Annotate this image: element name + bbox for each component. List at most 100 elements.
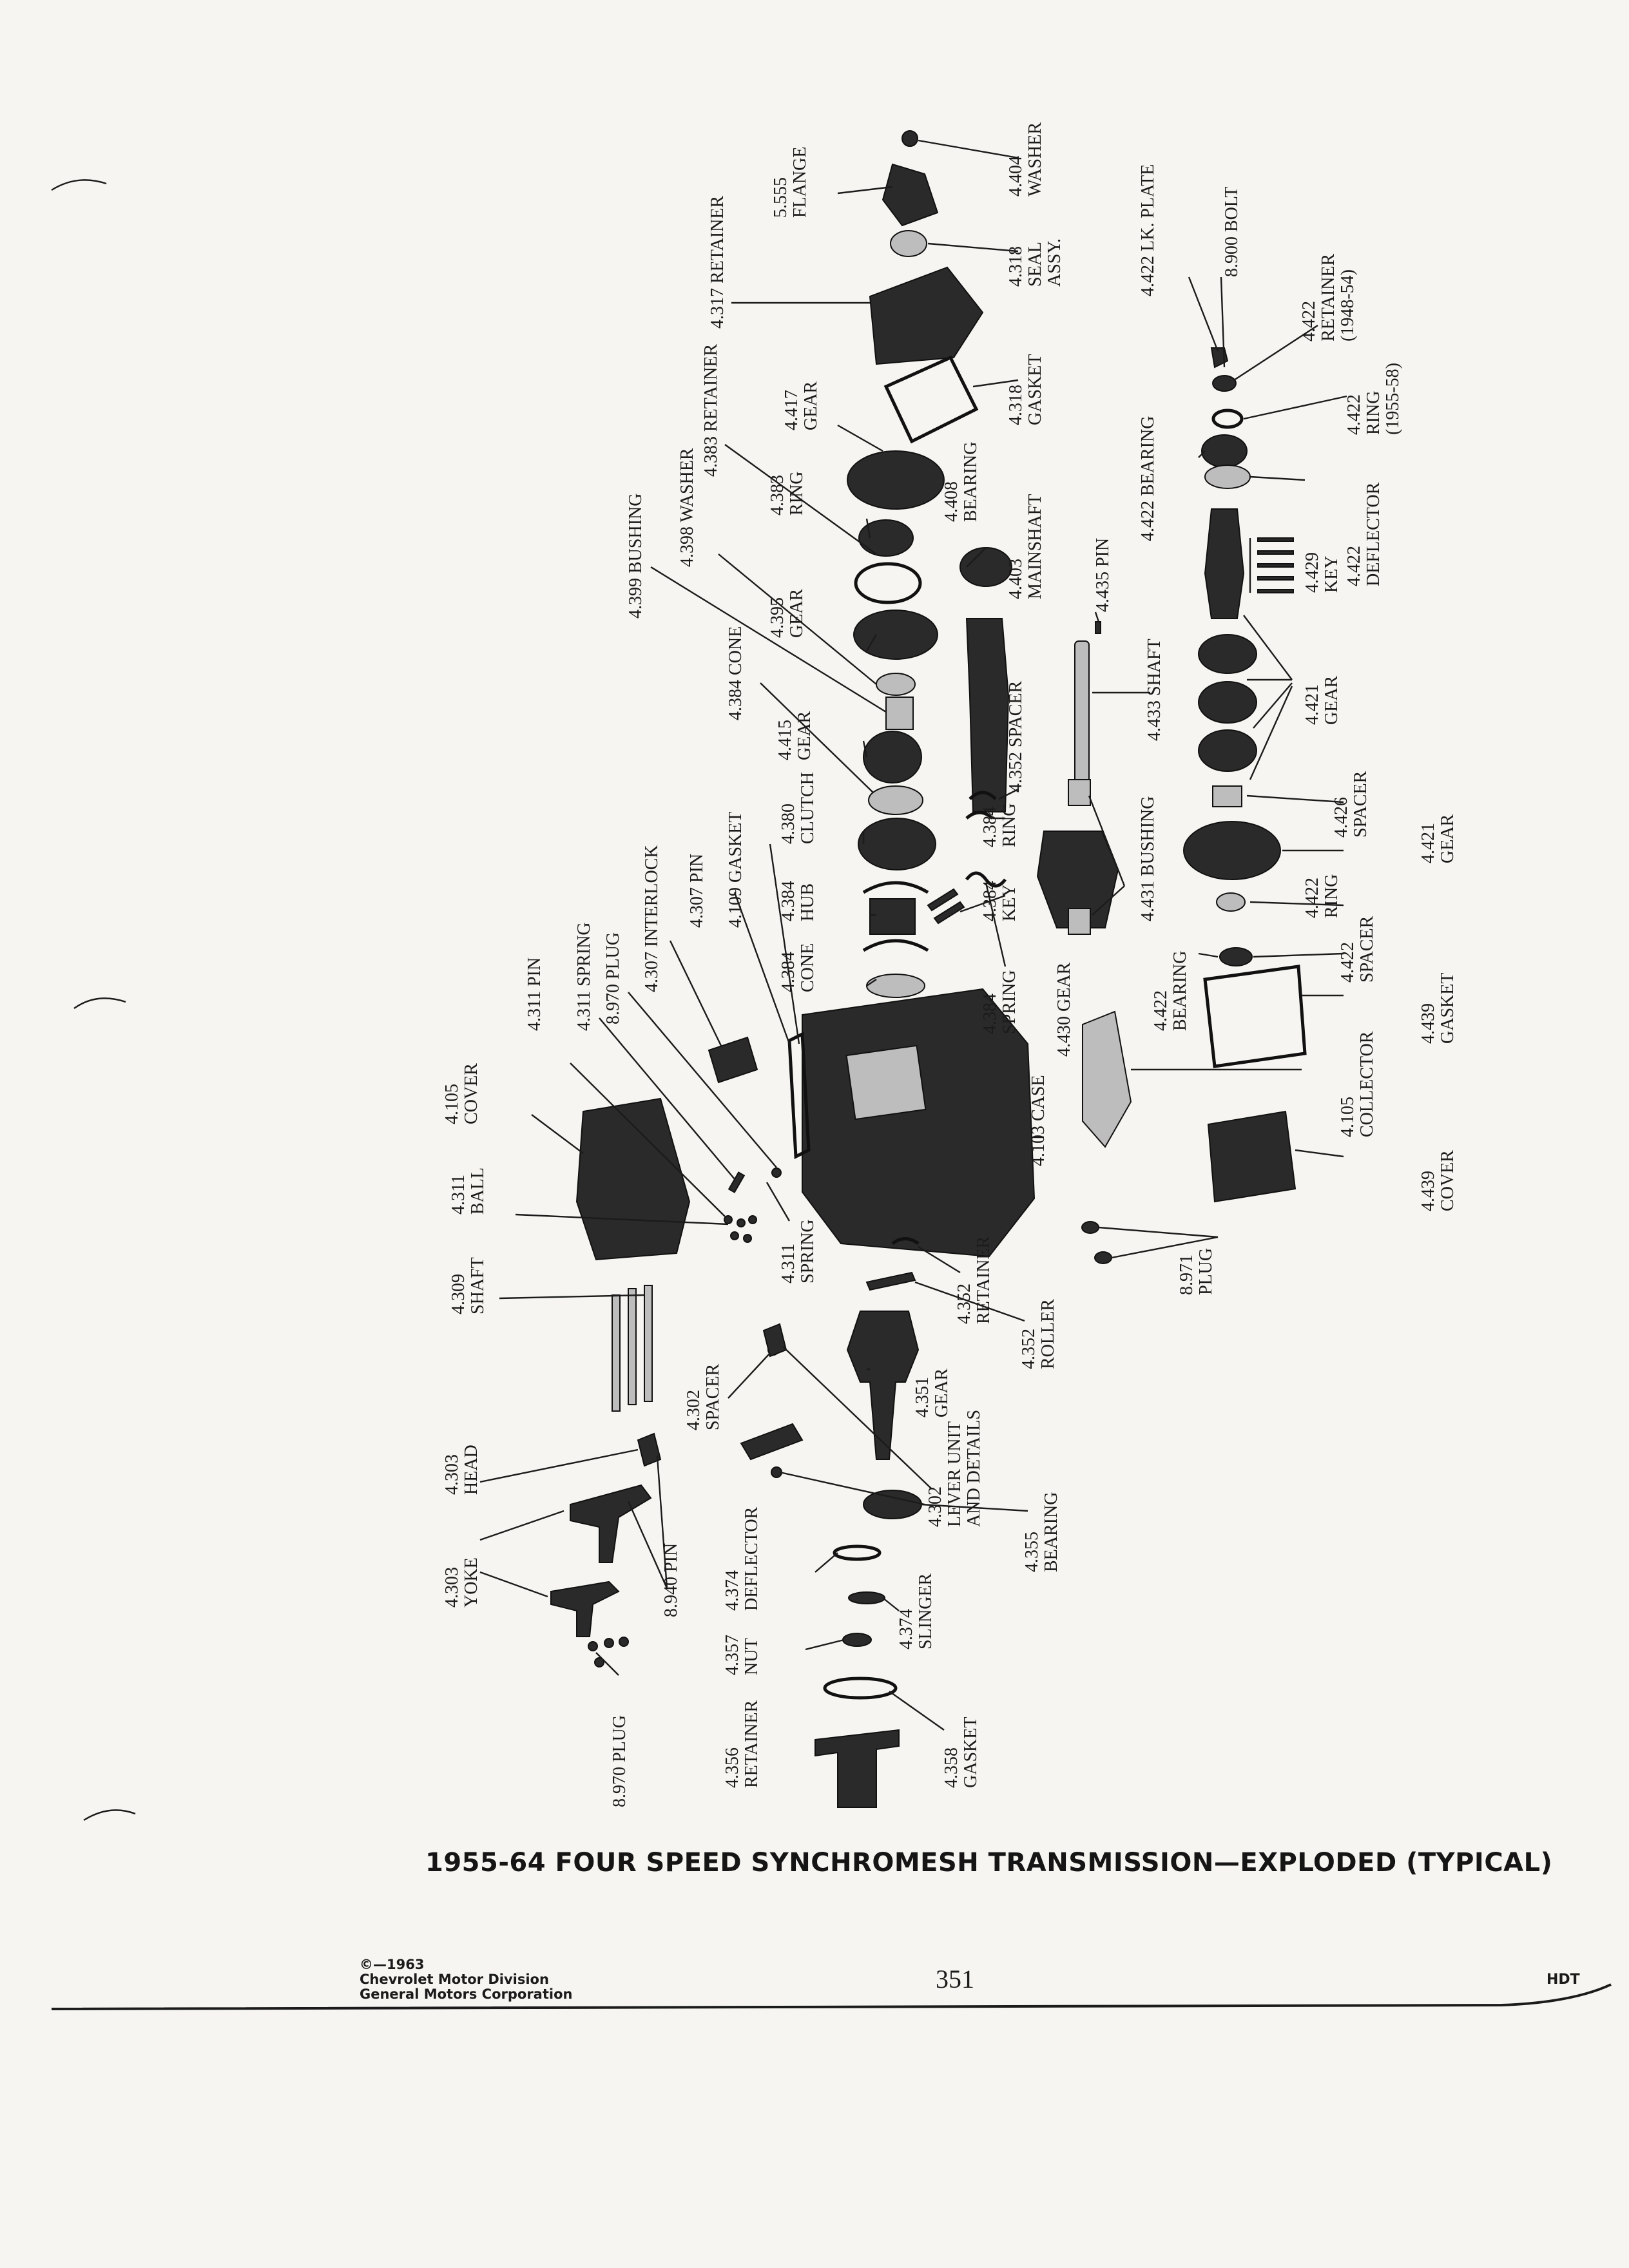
label-4311-spring-b: 4.311SPRING xyxy=(778,1219,818,1283)
label-line: 4.352 SPACER xyxy=(1006,680,1026,793)
label-line: 4.311 xyxy=(448,1175,468,1215)
label-4352-spacer: 4.352 SPACER xyxy=(1006,680,1026,793)
label-4374-slinger: 4.374SLINGER xyxy=(896,1573,936,1649)
label-4352-retainer: 4.352RETAINER xyxy=(954,1236,994,1324)
label-line: AND DETAILS xyxy=(964,1410,984,1527)
yoke-4303b xyxy=(550,1581,620,1637)
label-line: 4.439 xyxy=(1418,1171,1438,1211)
retainer-4422 xyxy=(1212,375,1237,392)
label-5555-flange: 5.555FLANGE xyxy=(771,147,810,218)
label-4421-gear: 4.421GEAR xyxy=(1302,675,1342,725)
label-line: 4.105 xyxy=(1338,1097,1358,1137)
label-4384-key: 4.384KEY xyxy=(980,881,1019,921)
gasket-4439 xyxy=(1203,965,1307,1068)
label-line: 4.303 xyxy=(442,1567,462,1608)
label-line: 4.398 WASHER xyxy=(677,448,697,567)
label-4417-gear: 4.417GEAR xyxy=(782,381,821,430)
label-line: 4.404 xyxy=(1006,156,1026,197)
label-4105-collector: 4.105COLLECTOR xyxy=(1338,1031,1377,1137)
label-line: CLUTCH xyxy=(798,772,818,844)
label-line: GEAR xyxy=(932,1368,952,1418)
copyright-line: ©—1963 xyxy=(360,1957,425,1972)
case-window xyxy=(845,1044,927,1120)
label-line: RING xyxy=(1364,391,1383,435)
slinger-4374 xyxy=(848,1591,885,1604)
label-4439-cover: 4.439COVER xyxy=(1418,1150,1458,1211)
label-line: 4.395 xyxy=(767,597,787,638)
label-line: NUT xyxy=(742,1638,762,1675)
label-line: 4.417 xyxy=(782,390,802,430)
gear-4421a xyxy=(1198,634,1257,674)
washer-4404 xyxy=(901,130,918,147)
label-4357-nut: 4.357NUT xyxy=(722,1635,762,1675)
label-4109-gasket: 4.109 GASKET xyxy=(726,812,746,928)
label-line: SEAL xyxy=(1025,242,1045,287)
scan-mark xyxy=(73,997,126,1009)
label-line: 4.408 xyxy=(941,481,961,522)
keys-4384 xyxy=(927,888,965,925)
label-line: 4.422 LK. PLATE xyxy=(1138,164,1158,296)
label-line: 4.422 xyxy=(1344,546,1364,586)
label-line: 4.109 GASKET xyxy=(726,812,746,928)
cover-4105 xyxy=(575,1097,691,1261)
shaft-4433 xyxy=(1074,640,1090,783)
label-line: 4.435 PIN xyxy=(1093,538,1113,612)
label-line: 4.439 xyxy=(1418,1003,1438,1044)
label-line: KEY xyxy=(1322,555,1342,593)
label-line: RING xyxy=(999,803,1019,847)
ring-4384 xyxy=(862,881,929,894)
label-line: ROLLER xyxy=(1038,1299,1058,1369)
label-4384-spring: 4.384SPRING xyxy=(980,970,1019,1034)
seal-4318 xyxy=(890,230,927,257)
gear-4421c xyxy=(1198,729,1257,772)
label-4421-gear-b: 4.421GEAR xyxy=(1418,814,1458,863)
bearing-4422 xyxy=(1201,434,1248,468)
label-4422-retainer: 4.422RETAINER(1948-54) xyxy=(1299,253,1358,341)
label-line: DEFLECTOR xyxy=(1364,482,1383,586)
label-4422-ring-b: 4.422RING xyxy=(1302,874,1342,918)
label-line: 4.403 xyxy=(1006,559,1026,599)
label-line: RETAINER xyxy=(974,1236,994,1324)
pin-4435 xyxy=(1095,621,1101,634)
label-line: WASHER xyxy=(1025,122,1045,197)
label-line: 4.105 xyxy=(442,1084,462,1124)
retainer-4356 xyxy=(815,1729,900,1808)
label-line: 4.356 xyxy=(722,1747,742,1788)
plug-8971b xyxy=(1094,1251,1112,1264)
label-line: 4.384 xyxy=(778,881,798,921)
label-line: 4.307 INTERLOCK xyxy=(642,845,662,992)
label-8971-plug: 8.971PLUG xyxy=(1177,1248,1216,1295)
ring-4422b xyxy=(1216,892,1246,912)
cone-4384b xyxy=(866,974,925,998)
label-4431-bushing: 4.431 BUSHING xyxy=(1138,796,1158,921)
label-line: 4.318 xyxy=(1006,246,1026,287)
label-4384-cone: 4.384 CONE xyxy=(726,626,746,720)
label-line: 4.358 xyxy=(941,1747,961,1788)
label-line: 4.311 PIN xyxy=(525,957,545,1031)
retainer-ring-4383 xyxy=(854,562,922,604)
label-4433-shaft: 4.433 SHAFT xyxy=(1144,639,1164,741)
label-line: MAINSHAFT xyxy=(1025,494,1045,599)
label-8940-pin: 8.940 PIN xyxy=(661,1543,681,1617)
yoke-4303a xyxy=(570,1484,652,1563)
label-line: 4.431 BUSHING xyxy=(1138,796,1158,921)
label-4351-gear: 4.351GEAR xyxy=(912,1368,952,1418)
label-line: GEAR xyxy=(801,381,821,430)
label-line: 8.971 xyxy=(1177,1254,1197,1295)
label-line: ASSY. xyxy=(1045,238,1065,287)
label-line: HUB xyxy=(798,883,818,921)
gear-4351 xyxy=(846,1311,920,1460)
label-4302-spacer: 4.302SPACER xyxy=(684,1363,723,1430)
label-4426-spacer: 4.426SPACER xyxy=(1331,771,1371,838)
label-4302-lever: 4.302LEVER UNITAND DETAILS xyxy=(925,1410,984,1527)
label-4429-key: 4.429KEY xyxy=(1302,552,1342,593)
label-line: 4.103 CASE xyxy=(1028,1075,1048,1166)
label-line: GASKET xyxy=(1025,354,1045,425)
label-line: 4.430 GEAR xyxy=(1054,962,1074,1057)
label-line: 4.383 RETAINER xyxy=(701,343,721,477)
label-line: 4.352 xyxy=(1019,1329,1039,1369)
label-line: 8.970 PLUG xyxy=(610,1715,630,1807)
label-line: 4.307 PIN xyxy=(687,854,707,928)
label-8970-plug: 8.970 PLUG xyxy=(603,932,623,1024)
label-4422-deflector: 4.422DEFLECTOR xyxy=(1344,482,1383,586)
